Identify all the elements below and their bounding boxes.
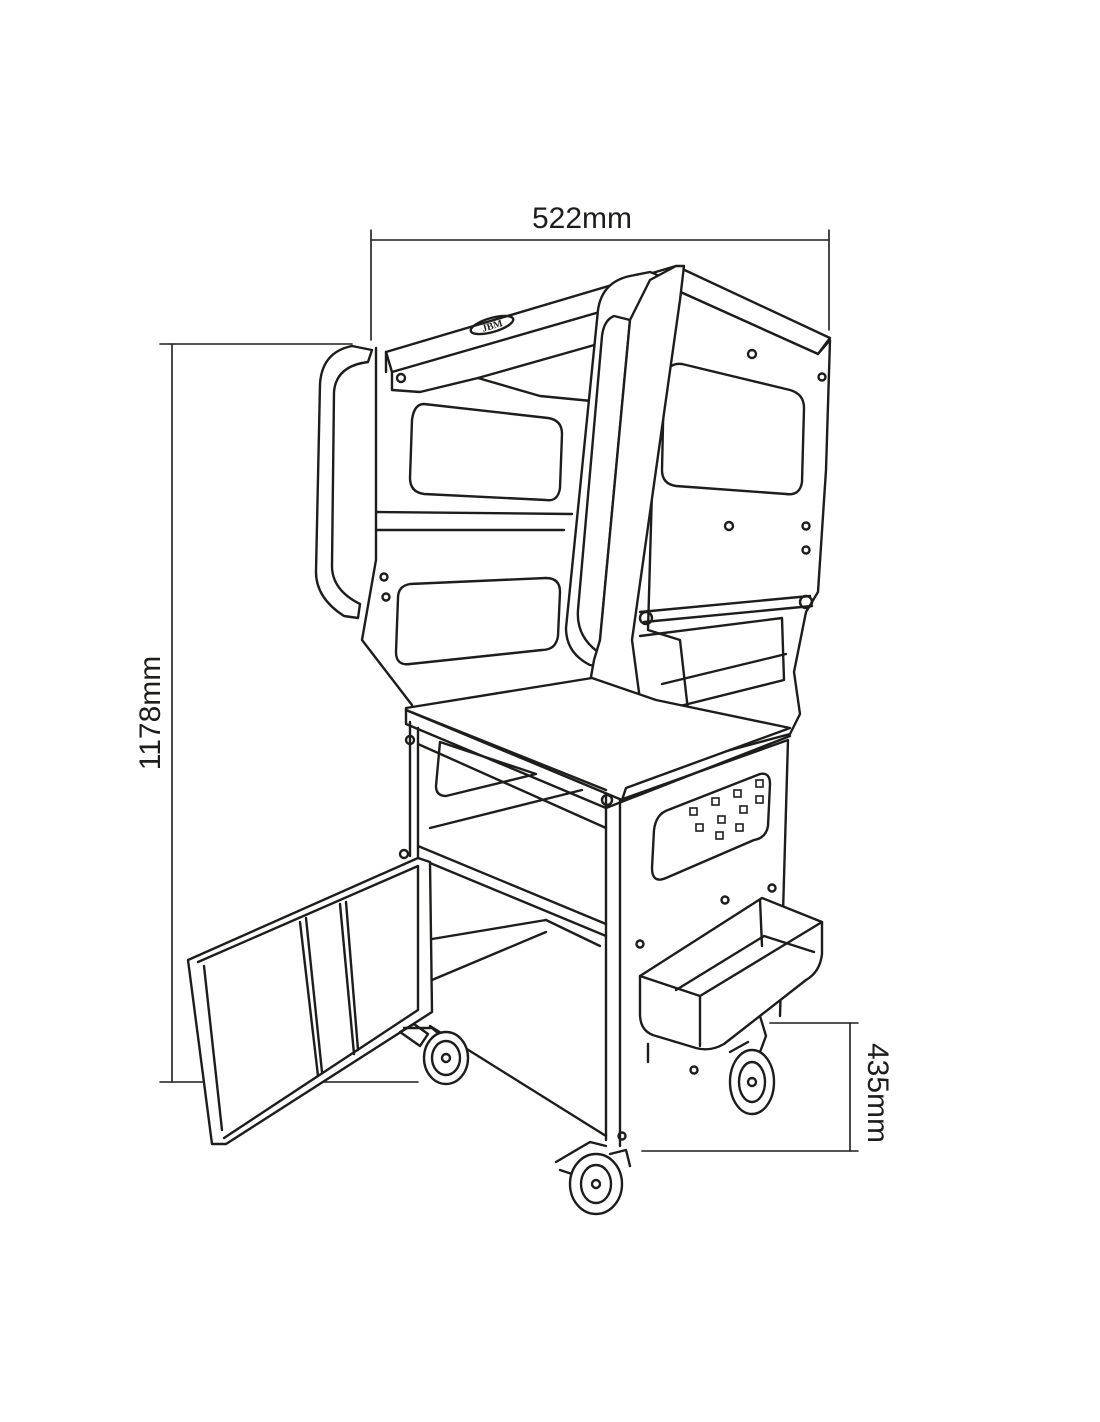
side-tray <box>638 896 824 1051</box>
pegboard-holes <box>689 779 764 840</box>
lower-cabinet <box>398 676 824 1148</box>
upper-frame: JBM <box>314 264 832 784</box>
wheel-back-right <box>728 1014 776 1116</box>
width-label: 522mm <box>532 202 632 235</box>
width-dimension: 522mm <box>370 202 830 341</box>
wheel-front <box>554 1140 632 1216</box>
cabinet-door <box>186 856 434 1146</box>
base-height-label: 435mm <box>861 1043 894 1143</box>
wheel-back-left <box>398 1022 470 1086</box>
height-label: 1178mm <box>134 656 167 771</box>
base-height-dimension: 435mm <box>641 1022 894 1152</box>
logo-badge: JBM <box>469 314 515 336</box>
